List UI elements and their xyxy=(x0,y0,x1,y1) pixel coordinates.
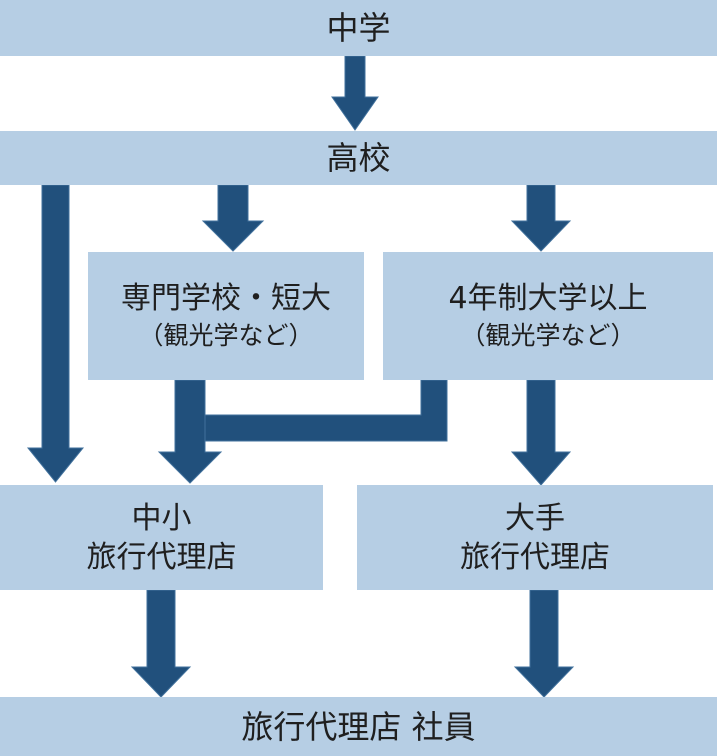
node-vocational-school: 専門学校・短大 （観光学など） xyxy=(88,252,364,380)
node-small-agency: 中小 旅行代理店 xyxy=(0,485,323,590)
node-high-school: 高校 xyxy=(0,131,717,185)
arrow-small-agency-to-employee-icon xyxy=(130,589,192,698)
arrow-high-school-to-vocational-icon xyxy=(201,184,265,252)
node-junior-high: 中学 xyxy=(0,0,717,56)
major-agency-label-line2: 旅行代理店 xyxy=(460,539,610,575)
major-agency-label-line1: 大手 xyxy=(505,500,565,536)
arrow-university-to-major-agency-icon xyxy=(510,379,572,486)
node-university: 4年制大学以上 （観光学など） xyxy=(383,252,713,380)
arrow-major-agency-to-employee-icon xyxy=(513,589,575,698)
junior-high-label: 中学 xyxy=(326,9,391,47)
university-label: 4年制大学以上 xyxy=(448,281,648,316)
arrow-junior-high-to-high-school-icon xyxy=(331,55,379,131)
small-agency-label-line1: 中小 xyxy=(131,500,192,536)
high-school-label: 高校 xyxy=(326,139,391,177)
node-employee: 旅行代理店 社員 xyxy=(0,697,717,756)
node-major-agency: 大手 旅行代理店 xyxy=(357,485,713,590)
arrow-high-school-to-small-agency-icon xyxy=(26,184,85,483)
university-sublabel: （観光学など） xyxy=(460,321,636,350)
small-agency-label-line2: 旅行代理店 xyxy=(86,539,237,575)
vocational-sublabel: （観光学など） xyxy=(138,321,314,350)
arrow-high-school-to-university-icon xyxy=(510,184,572,252)
employee-label: 旅行代理店 社員 xyxy=(241,707,476,746)
arrow-vocational-to-small-agency-icon xyxy=(157,379,223,484)
elbow-connector-university-to-small-agency xyxy=(186,379,448,442)
vocational-label: 専門学校・短大 xyxy=(121,281,331,316)
